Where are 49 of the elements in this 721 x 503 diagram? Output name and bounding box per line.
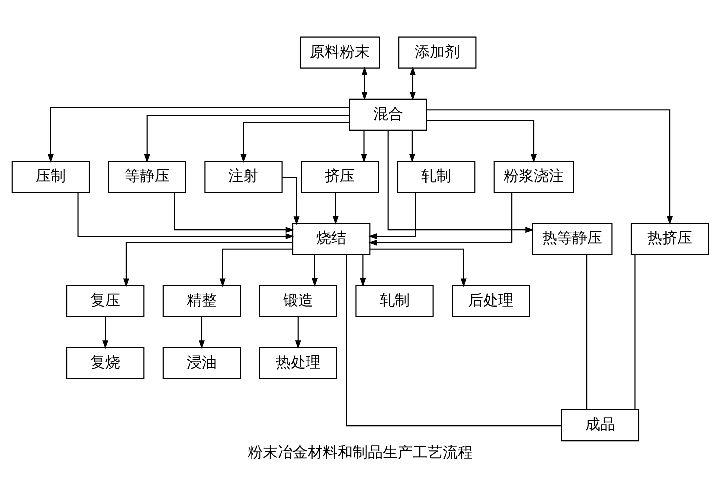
connector — [634, 254, 636, 410]
arrow — [102, 316, 109, 350]
arrow — [368, 192, 416, 240]
node-box: 锻造 — [259, 285, 338, 318]
connector — [346, 254, 562, 427]
arrow — [426, 110, 674, 225]
node-box: 粉浆浇注 — [494, 161, 574, 194]
node-box: 挤压 — [301, 161, 380, 194]
node-box: 热等静压 — [532, 223, 613, 256]
arrow — [370, 248, 467, 288]
arrow — [362, 66, 368, 101]
node-box: 压制 — [12, 161, 90, 194]
node-box: 复烧 — [66, 347, 145, 380]
arrow — [360, 254, 366, 288]
arrow — [198, 316, 205, 350]
node-box: 混合 — [349, 98, 428, 131]
arrow — [332, 192, 339, 225]
arrow — [409, 130, 416, 163]
arrow — [427, 120, 538, 164]
arrow — [220, 248, 293, 288]
arrow — [282, 177, 300, 226]
arrow — [361, 130, 368, 163]
node-box: 浸油 — [162, 347, 242, 380]
arrow — [240, 122, 350, 164]
node-box: 添加剂 — [398, 36, 477, 69]
node-box: 注射 — [204, 161, 283, 194]
node-box: 热处理 — [259, 347, 338, 380]
arrow — [174, 192, 294, 234]
node-box: 轧制 — [356, 285, 434, 318]
arrow — [295, 316, 302, 350]
arrow — [123, 242, 293, 288]
arrow — [312, 254, 318, 288]
node-box: 轧制 — [397, 161, 476, 194]
arrow — [388, 130, 534, 234]
arrow — [48, 107, 350, 163]
node-box: 复压 — [66, 285, 145, 318]
connector — [586, 254, 588, 410]
node-box: 等静压 — [108, 161, 186, 194]
arrow — [144, 114, 350, 164]
node-box: 烧结 — [292, 223, 371, 256]
caption: 粉末冶金材料和制品生产工艺流程 — [248, 443, 473, 462]
node-box: 后处理 — [452, 285, 530, 318]
node-box: 热挤压 — [630, 223, 710, 256]
node-box: 成品 — [561, 409, 640, 442]
arrow — [368, 192, 513, 246]
arrow — [78, 192, 294, 240]
node-box: 精整 — [162, 285, 242, 318]
arrow — [410, 66, 416, 101]
node-box: 原料粉末 — [300, 36, 380, 69]
